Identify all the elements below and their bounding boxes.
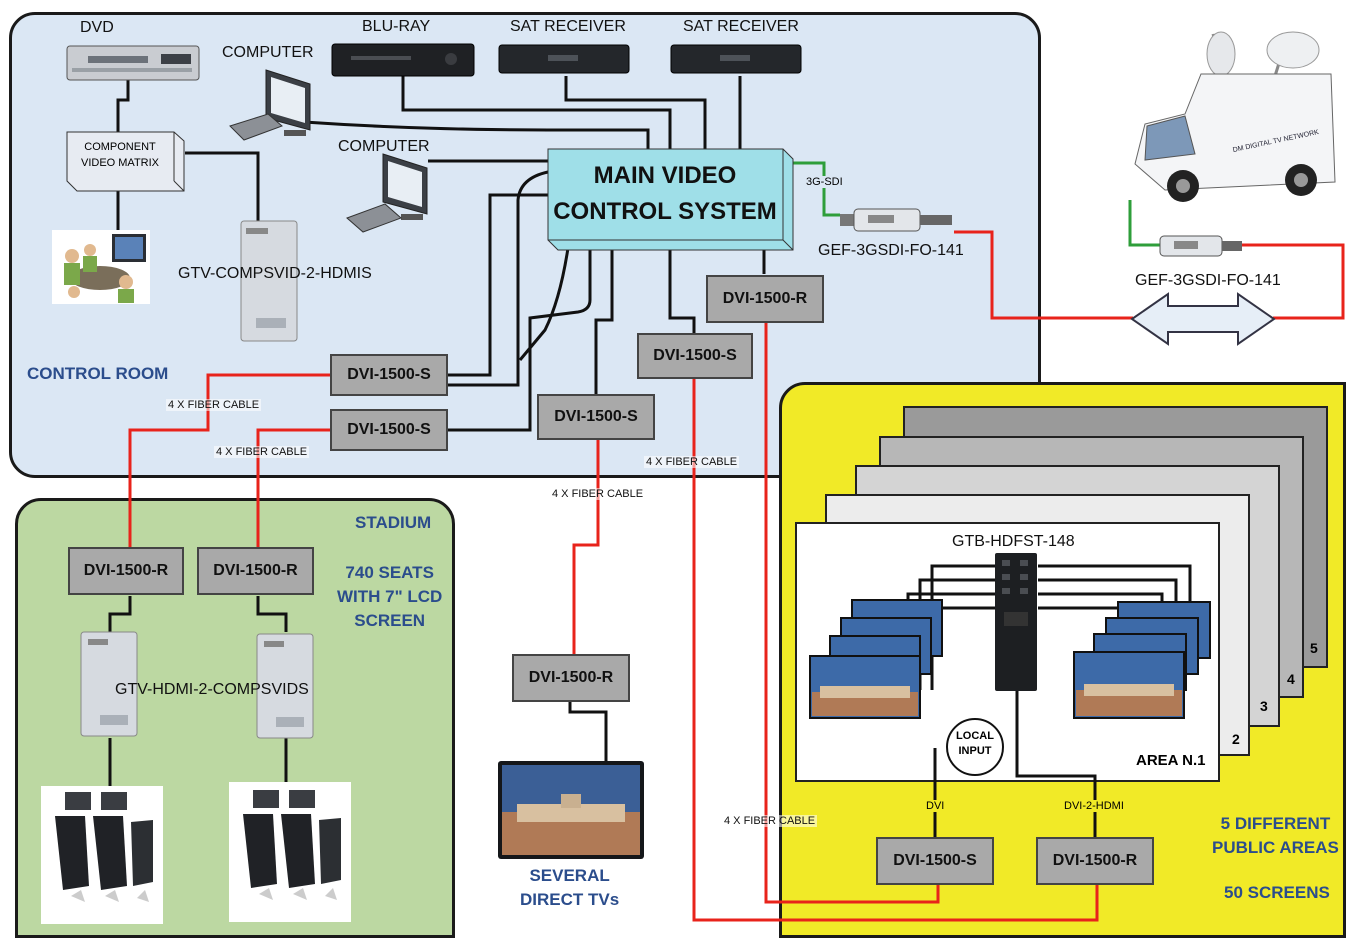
sdi-label: 3G-SDI <box>806 176 843 188</box>
fiber-cable-label-2: 4 X FIBER CABLE <box>214 446 310 458</box>
compsvid-converter-icon <box>240 220 298 342</box>
computer-2-label: COMPUTER <box>338 138 430 155</box>
area-n1-label: AREA N.1 <box>1136 752 1206 769</box>
two-way-arrow <box>1130 292 1276 346</box>
dvd-player-icon <box>66 45 200 81</box>
fo-remote-label: GEF-3GSDI-FO-141 <box>1135 272 1281 289</box>
hdmi-converter-1-icon <box>80 631 138 737</box>
sat-receiver-1-icon <box>498 44 630 74</box>
stadium-seats-1-icon <box>41 786 163 924</box>
layer-number-4: 4 <box>1287 671 1295 687</box>
sat-receiver-2-label: SAT RECEIVER <box>683 18 799 35</box>
layer-number-3: 3 <box>1260 698 1268 714</box>
fiber-cable-label-1: 4 X FIBER CABLE <box>166 399 262 411</box>
sdi-cables <box>792 161 1160 247</box>
hdfst-label: GTB-HDFST-148 <box>952 533 1075 550</box>
compsvid-hdmis-label: GTV-COMPSVID-2-HDMIS <box>178 265 372 282</box>
public-areas-text: 5 DIFFERENT PUBLIC AREAS <box>1212 814 1339 857</box>
matrix-label: COMPONENT VIDEO MATRIX <box>80 141 160 169</box>
computer-1-label: COMPUTER <box>222 44 314 61</box>
hdfst-matrix-icon <box>995 553 1037 691</box>
main-video-control-system: MAIN VIDEO CONTROL SYSTEM <box>547 148 795 251</box>
conference-room-icon <box>52 230 150 304</box>
fiber-cable-label-5: 4 X FIBER CABLE <box>722 815 818 827</box>
hdmi-converter-2-icon <box>256 633 314 739</box>
component-video-matrix: COMPONENT VIDEO MATRIX <box>66 131 185 192</box>
layer-number-5: 5 <box>1310 640 1318 656</box>
dvi-1500-s-box-3: DVI-1500-S <box>537 394 655 440</box>
dvd-label: DVD <box>80 19 114 36</box>
bluray-label: BLU-RAY <box>362 18 431 35</box>
dvi-1500-s-box-area: DVI-1500-S <box>876 837 994 885</box>
dvi-1500-s-box-2: DVI-1500-S <box>330 409 448 451</box>
dvi-1500-r-box-top: DVI-1500-R <box>706 275 824 323</box>
screens-count-text: 50 SCREENS <box>1224 883 1330 902</box>
dvi-1500-s-box-1: DVI-1500-S <box>330 354 448 396</box>
dvi-label: DVI <box>924 800 947 812</box>
display-stack-left-icon <box>809 599 943 719</box>
dvi-1500-r-box-tvs: DVI-1500-R <box>512 654 630 702</box>
dvi-1500-s-box-4: DVI-1500-S <box>637 333 753 379</box>
layer-number-2: 2 <box>1232 731 1240 747</box>
fiber-converter-local-icon <box>840 208 952 232</box>
sat-receiver-2-icon <box>670 44 802 74</box>
direct-tv-icon <box>498 761 644 859</box>
sat-receiver-1-label: SAT RECEIVER <box>510 18 626 35</box>
fiber-cable-label-3: 4 X FIBER CABLE <box>550 488 646 500</box>
local-input-label: LOCAL INPUT <box>956 730 994 757</box>
stadium-seats-2-icon <box>229 782 351 922</box>
computer-2-icon <box>346 153 428 233</box>
dvi-1500-r-box-area: DVI-1500-R <box>1036 837 1154 885</box>
fiber-converter-remote-icon <box>1159 235 1242 257</box>
main-title-line2: CONTROL SYSTEM <box>553 198 777 225</box>
dvi-2-hdmi-label: DVI-2-HDMI <box>1062 800 1126 812</box>
fiber-cables <box>128 230 1345 922</box>
dvi-1500-r-box-stadium-2: DVI-1500-R <box>197 547 314 595</box>
local-input-circle: LOCAL INPUT <box>946 718 1004 776</box>
bluray-player-icon <box>331 43 475 77</box>
computer-1-icon <box>229 69 311 141</box>
several-direct-tvs-text: SEVERAL DIRECT TVs <box>520 866 620 909</box>
display-stack-right-icon <box>1073 601 1211 719</box>
control-room-title: CONTROL ROOM <box>27 364 169 383</box>
main-title-line1: MAIN VIDEO <box>593 162 737 189</box>
broadcast-truck-icon <box>1134 31 1336 202</box>
fo-local-label: GEF-3GSDI-FO-141 <box>818 242 964 259</box>
hdmi-compsvids-label: GTV-HDMI-2-COMPSVIDS <box>115 681 309 698</box>
dvi-1500-r-box-stadium-1: DVI-1500-R <box>68 547 184 595</box>
stadium-title: STADIUM <box>355 513 432 532</box>
fiber-cable-label-4: 4 X FIBER CABLE <box>644 456 740 468</box>
stadium-seats-text: 740 SEATS WITH 7" LCD SCREEN <box>337 563 443 630</box>
